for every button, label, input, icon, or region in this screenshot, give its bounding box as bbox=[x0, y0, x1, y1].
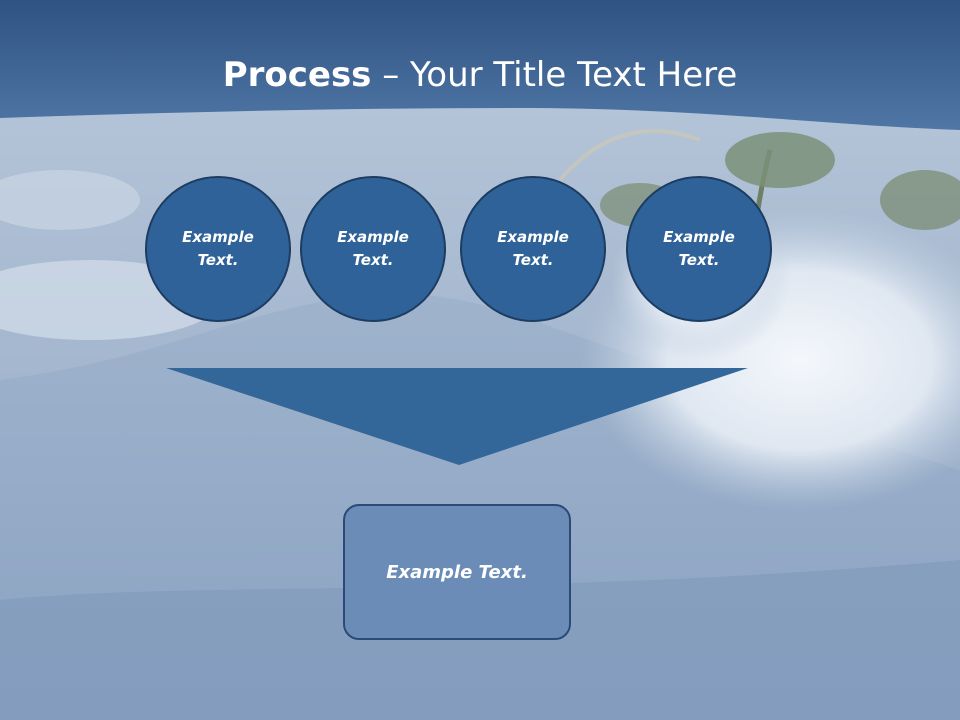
result-box: Example Text. bbox=[343, 504, 571, 640]
step-label-1: Example Text. bbox=[182, 226, 254, 272]
step-2-line-2: Text. bbox=[352, 251, 394, 269]
down-arrow-shape bbox=[166, 368, 748, 465]
step-label-4: Example Text. bbox=[663, 226, 735, 272]
result-label: Example Text. bbox=[386, 561, 528, 583]
step-3-line-2: Text. bbox=[512, 251, 554, 269]
step-label-2: Example Text. bbox=[337, 226, 409, 272]
step-circle-4: Example Text. bbox=[626, 176, 772, 322]
step-4-line-2: Text. bbox=[678, 251, 720, 269]
step-1-line-1: Example bbox=[182, 228, 254, 246]
step-circle-1: Example Text. bbox=[145, 176, 291, 322]
step-4-line-1: Example bbox=[663, 228, 735, 246]
step-label-3: Example Text. bbox=[497, 226, 569, 272]
step-2-line-1: Example bbox=[337, 228, 409, 246]
step-circle-2: Example Text. bbox=[300, 176, 446, 322]
title-bold: Process bbox=[222, 55, 372, 95]
step-1-line-2: Text. bbox=[197, 251, 239, 269]
title-rest: – Your Title Text Here bbox=[371, 55, 738, 95]
slide-title: Process – Your Title Text Here bbox=[0, 52, 960, 98]
step-3-line-1: Example bbox=[497, 228, 569, 246]
step-circle-3: Example Text. bbox=[460, 176, 606, 322]
